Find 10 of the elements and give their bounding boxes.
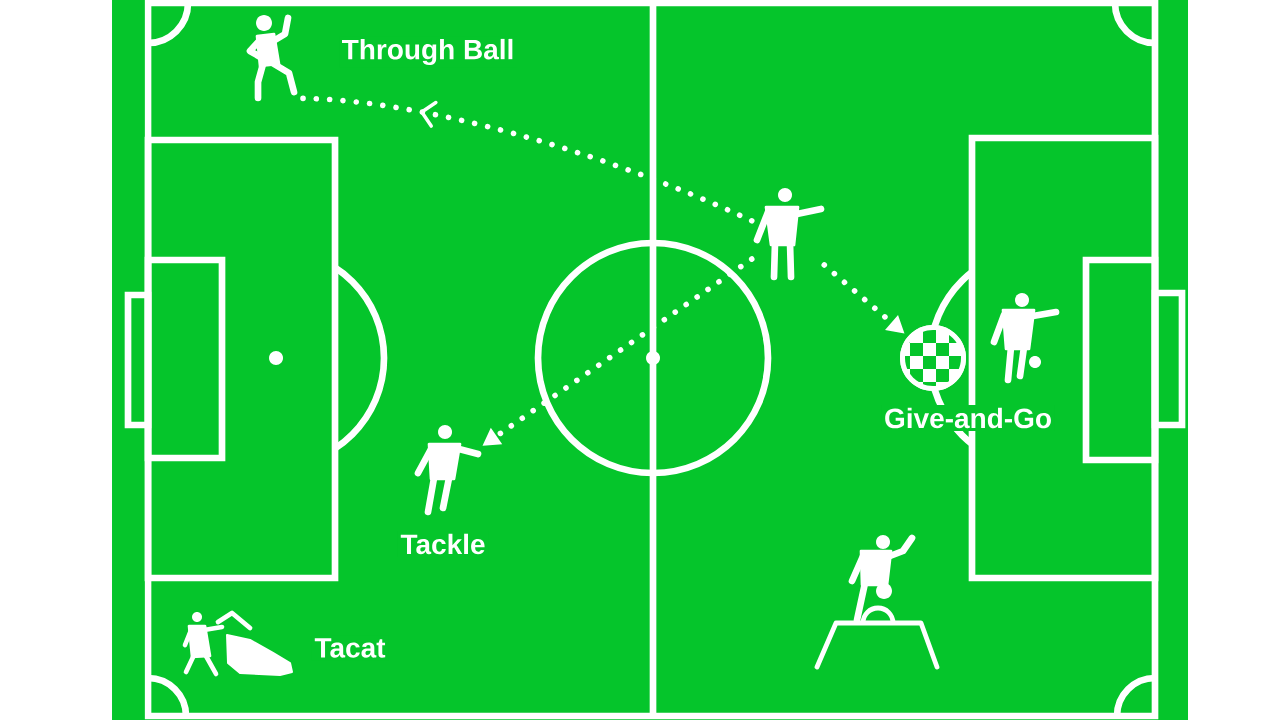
tackle-illustration xyxy=(182,610,293,677)
ball-icon xyxy=(900,325,966,391)
player-figure xyxy=(414,425,482,516)
player-figure xyxy=(753,188,825,281)
play-label: Tackle xyxy=(397,531,489,557)
player-figure xyxy=(990,293,1060,384)
play-label: Through Ball xyxy=(339,36,517,68)
player-figure xyxy=(246,14,298,102)
player-figure xyxy=(814,534,940,670)
play-label: Give-and-Go xyxy=(881,405,1055,431)
